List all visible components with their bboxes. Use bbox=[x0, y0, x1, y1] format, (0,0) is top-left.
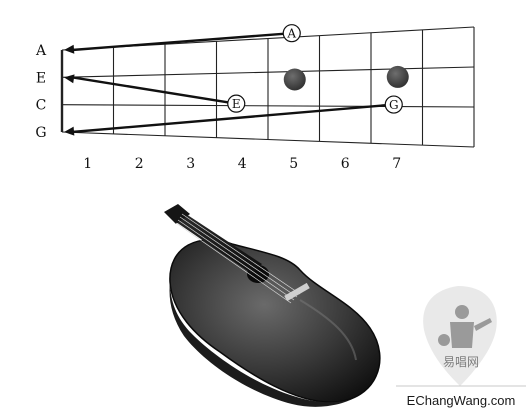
filled-fingering-dots bbox=[283, 65, 409, 91]
fret-number-label: 6 bbox=[341, 156, 350, 172]
ukulele-body bbox=[169, 239, 381, 403]
arrow-line bbox=[71, 31, 292, 52]
ukulele-headstock bbox=[164, 204, 190, 224]
string-label: A bbox=[35, 43, 47, 59]
note-marker-circle bbox=[227, 94, 246, 113]
arrow-head bbox=[64, 126, 75, 136]
ukulele-illustration bbox=[164, 204, 381, 407]
musician-silhouette-icon bbox=[438, 305, 492, 348]
ukulele-highlight bbox=[299, 299, 357, 361]
note-marker-label: G bbox=[389, 98, 399, 112]
note-marker-circle bbox=[384, 95, 403, 114]
note-marker-label: E bbox=[232, 97, 241, 111]
fret-number-labels: 1 2 3 4 5 6 7 bbox=[83, 156, 401, 172]
string-line bbox=[61, 104, 475, 108]
fret-number-label: 5 bbox=[289, 156, 298, 172]
fingering-dot bbox=[386, 65, 409, 88]
string-line bbox=[61, 131, 475, 148]
fret-lines bbox=[60, 27, 475, 147]
note-marker-label: A bbox=[286, 27, 296, 41]
string-label: E bbox=[36, 70, 46, 86]
ukulele-strings bbox=[175, 213, 301, 304]
ukulele-bridge bbox=[284, 282, 310, 302]
arrow-head bbox=[64, 44, 75, 54]
note-marker-circle bbox=[282, 24, 301, 43]
fret-number-label: 1 bbox=[83, 156, 92, 172]
arrow-line bbox=[71, 76, 237, 105]
fret-number-label: 4 bbox=[238, 156, 247, 172]
arrow-lines bbox=[64, 31, 394, 136]
fret-number-label: 3 bbox=[186, 156, 195, 172]
site-watermark: 易唱网 EChangWang.com bbox=[396, 286, 526, 408]
arrow-head bbox=[64, 74, 75, 84]
fret-number-label: 2 bbox=[135, 156, 144, 172]
watermark-cn-name: 易唱网 bbox=[443, 355, 479, 369]
string-line bbox=[61, 66, 475, 78]
note-markers: A E G bbox=[227, 24, 403, 114]
fingering-dot bbox=[283, 68, 306, 91]
string-label: C bbox=[36, 98, 47, 114]
arrow-line bbox=[71, 103, 394, 134]
fret-number-label: 7 bbox=[392, 156, 401, 172]
watermark-url[interactable]: EChangWang.com bbox=[407, 393, 516, 408]
string-label: G bbox=[35, 125, 46, 141]
